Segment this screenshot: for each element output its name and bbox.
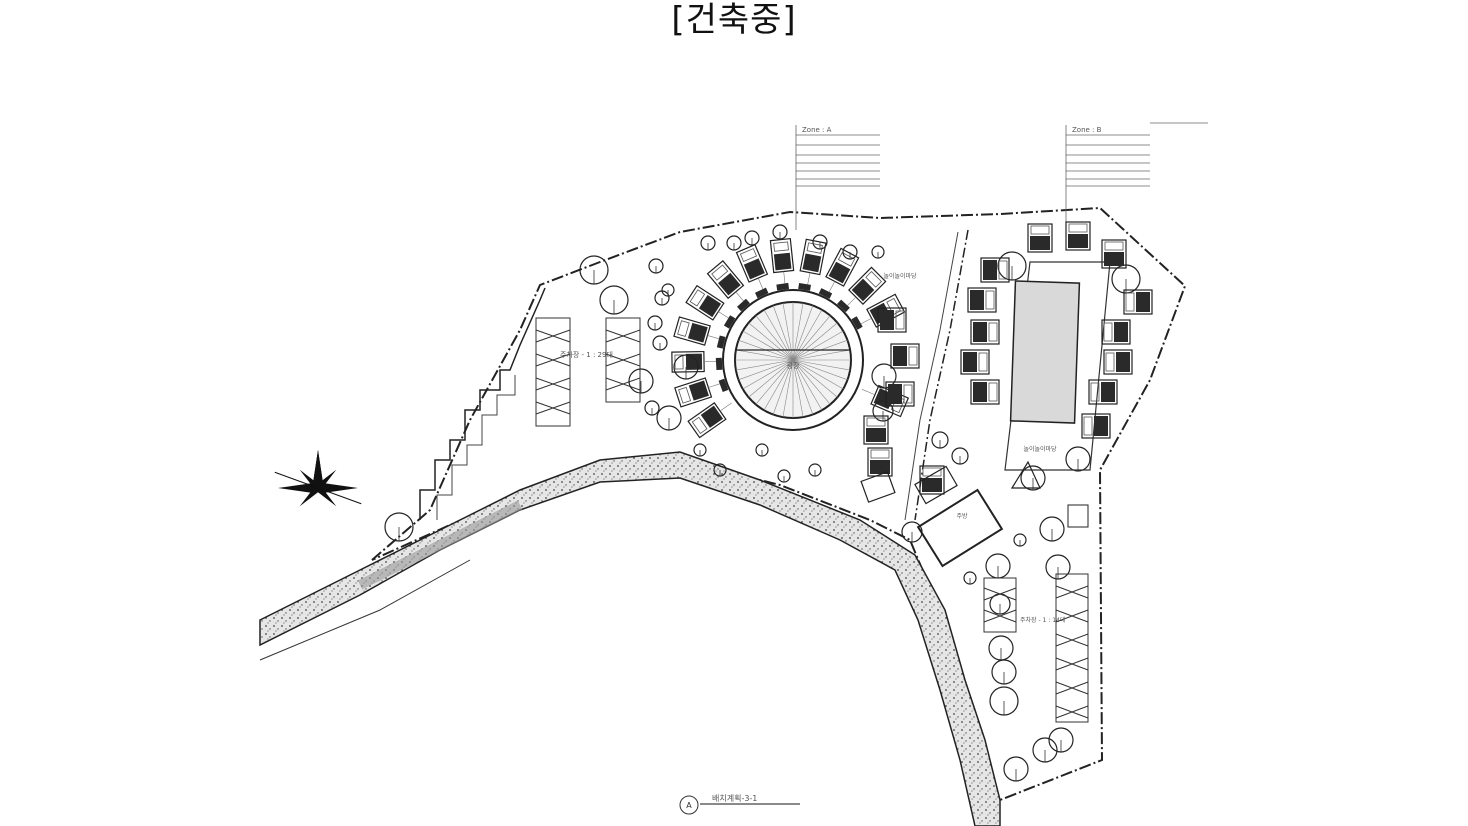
cabin (769, 237, 795, 286)
cabin (1103, 349, 1133, 375)
cabin (970, 379, 1000, 405)
north-arrow-icon (274, 450, 362, 507)
kitchen-label: 주방 (956, 512, 968, 520)
trees (384, 224, 1141, 782)
cabin (885, 381, 915, 407)
zone-a-table (795, 125, 880, 230)
cabin (890, 343, 920, 369)
cabin (960, 349, 990, 375)
cabin (1065, 221, 1091, 251)
cabin (1088, 379, 1118, 405)
parking-lot-2 (983, 573, 1089, 723)
access-road (259, 451, 1001, 826)
zone-b-table (1065, 122, 1208, 230)
zone-b-label: Zone : B (1072, 126, 1102, 134)
play-label-a: 놀이놀이마당 (883, 272, 917, 280)
cabin (735, 243, 769, 292)
cabin (863, 415, 889, 445)
cabin (1101, 239, 1127, 269)
parking-lot-1 (535, 317, 641, 427)
cabin (706, 260, 746, 303)
cabin (845, 266, 887, 308)
pool (1009, 280, 1081, 424)
parking-2-label: 주차장 - 1 : 14대 (1020, 616, 1065, 624)
cabin (867, 447, 893, 477)
cabin (687, 402, 732, 439)
kitchen-building: 주방 (916, 488, 1004, 568)
cabin (1123, 289, 1153, 315)
cabin (1101, 319, 1131, 345)
drawing-title-block: A 배치계획-3-1 (679, 793, 800, 815)
cabin (967, 287, 997, 313)
cabin (799, 238, 827, 287)
central-plaza (722, 289, 864, 431)
cabin (685, 284, 731, 321)
cabin (673, 316, 721, 346)
cabin (877, 307, 907, 333)
zone-a-label: Zone : A (802, 126, 832, 134)
play-label-b: 놀이놀이마당 (1023, 445, 1057, 453)
cabin (980, 257, 1010, 283)
plaza-label: 광장 (787, 361, 800, 370)
drawing-label: 배치계획-3-1 (712, 793, 757, 803)
cabin (671, 350, 719, 373)
parking-1-label: 주차장 - 1 : 29대 (560, 350, 613, 359)
drawing-marker: A (686, 801, 692, 810)
cabin (1027, 223, 1053, 253)
cabin (1081, 413, 1111, 439)
cabin (919, 465, 945, 495)
zone-b-cabins (863, 221, 1153, 495)
cabin (674, 377, 722, 408)
page-title: [건축중] (671, 0, 797, 40)
cabin (970, 319, 1000, 345)
